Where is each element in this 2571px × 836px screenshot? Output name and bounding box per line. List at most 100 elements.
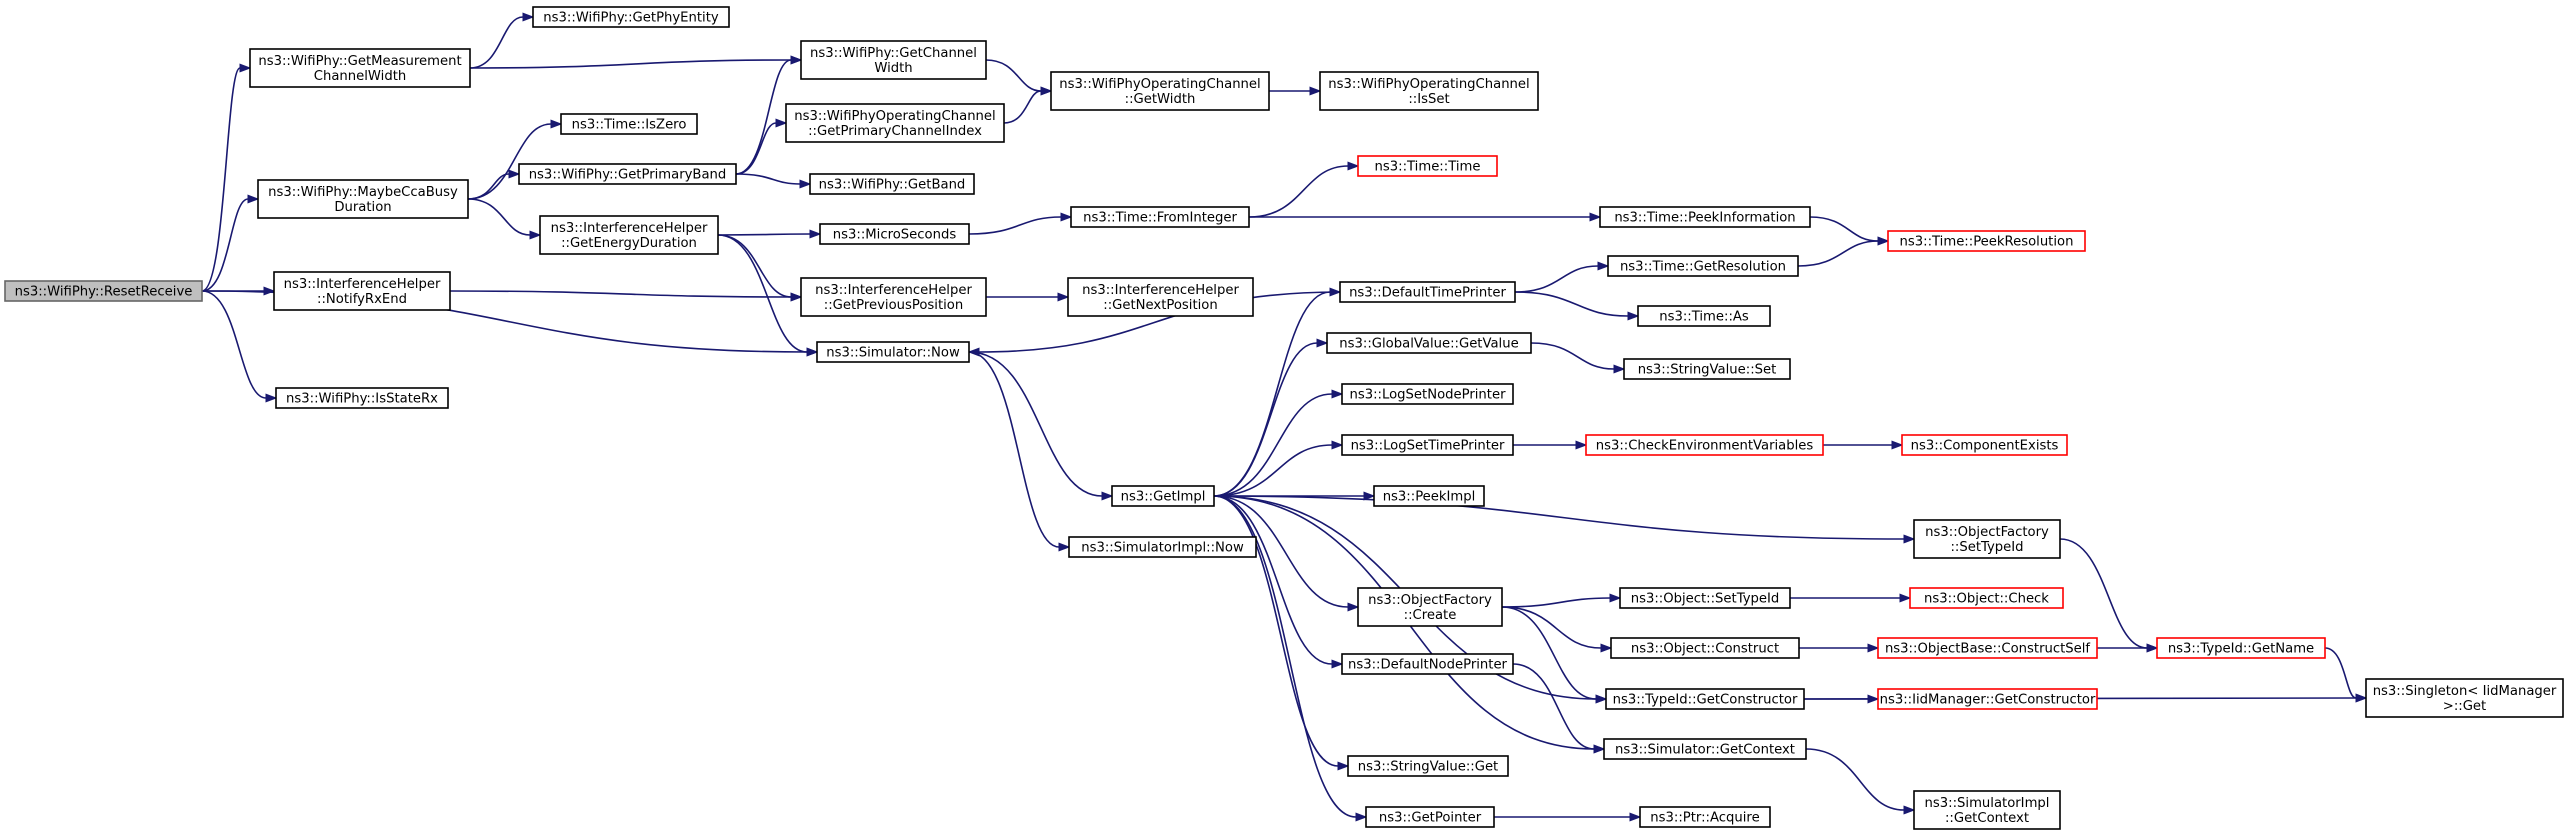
node-op-ch-primary-idx[interactable]: ns3::WifiPhyOperatingChannel::GetPrimary… [785, 103, 1005, 143]
node-check-env[interactable]: ns3::CheckEnvironmentVariables [1585, 434, 1824, 456]
edge-arrowhead [247, 194, 260, 204]
edge-get-impl-to-log-set-time-printer [1213, 440, 1344, 497]
node-label: ns3::WifiPhy::GetPhyEntity [543, 11, 719, 26]
edge-line [968, 351, 1103, 497]
node-box [1357, 155, 1498, 177]
edge-arrowhead [799, 179, 812, 189]
edge-maybe-cca-to-time-is-zero [467, 119, 563, 200]
node-box [1913, 790, 2061, 830]
node-time-as[interactable]: ns3::Time::As [1637, 305, 1771, 327]
node-ptr-acquire[interactable]: ns3::Ptr::Acquire [1639, 806, 1771, 828]
node-get-primary-band[interactable]: ns3::WifiPhy::GetPrimaryBand [518, 163, 737, 185]
node-log-set-node-printer[interactable]: ns3::LogSetNodePrinter [1341, 383, 1514, 405]
node-ih-energy[interactable]: ns3::InterferenceHelper::GetEnergyDurati… [539, 215, 719, 255]
edge-def-time-printer-to-time-as [1514, 291, 1640, 321]
edge-layer [201, 12, 2368, 822]
node-label: >::Get [2443, 699, 2486, 714]
edge-notify-rx-end-to-ih-prev-pos [449, 290, 803, 302]
node-label: ::GetEnergyDuration [561, 236, 697, 251]
node-sim-now[interactable]: ns3::Simulator::Now [816, 341, 970, 363]
node-is-state-rx[interactable]: ns3::WifiPhy::IsStateRx [275, 387, 449, 409]
edge-get-primary-band-to-get-channel-width [735, 55, 803, 175]
node-label: ns3::WifiPhy::GetPrimaryBand [529, 168, 727, 183]
node-type-id-get-ctor[interactable]: ns3::TypeId::GetConstructor [1605, 688, 1805, 710]
node-of-set-type-id[interactable]: ns3::ObjectFactory::SetTypeId [1913, 519, 2061, 559]
edge-ih-energy-to-micro-seconds [717, 229, 822, 239]
node-time-is-zero[interactable]: ns3::Time::IsZero [560, 113, 698, 135]
node-singleton-get[interactable]: ns3::Singleton< IidManager>::Get [2365, 678, 2564, 718]
node-peek-res[interactable]: ns3::Time::PeekResolution [1887, 230, 2086, 252]
node-time-time[interactable]: ns3::Time::Time [1357, 155, 1498, 177]
node-comp-exists[interactable]: ns3::ComponentExists [1901, 434, 2068, 456]
node-get-phy-entity[interactable]: ns3::WifiPhy::GetPhyEntity [532, 6, 730, 28]
node-label: ns3::DefaultNodePrinter [1348, 658, 1508, 673]
edge-line [735, 173, 801, 185]
node-sim-get-context[interactable]: ns3::Simulator::GetContext [1603, 738, 1807, 760]
node-box [1585, 434, 1824, 456]
node-get-impl[interactable]: ns3::GetImpl [1111, 485, 1215, 507]
node-label: ns3::Object::SetTypeId [1631, 592, 1780, 607]
node-gv-get-value[interactable]: ns3::GlobalValue::GetValue [1326, 332, 1532, 354]
node-label: ::GetNextPosition [1103, 298, 1217, 313]
edge-get-primary-band-to-get-band [735, 173, 812, 189]
node-op-ch-is-set[interactable]: ns3::WifiPhyOperatingChannel::IsSet [1319, 71, 1539, 111]
edge-arrowhead [1903, 534, 1916, 544]
node-sim-impl-now[interactable]: ns3::SimulatorImpl::Now [1068, 536, 1257, 558]
node-label: ns3::ObjectFactory [1925, 525, 2049, 540]
edge-line [201, 67, 241, 292]
edge-line [467, 198, 531, 236]
node-label: ::GetPreviousPosition [824, 298, 963, 313]
node-label: ns3::InterferenceHelper [284, 277, 441, 292]
edge-get-pointer-to-ptr-acquire [1494, 812, 1642, 822]
edge-get-impl-to-gv-get-value [1213, 338, 1329, 497]
node-box [1341, 653, 1514, 675]
node-sv-get[interactable]: ns3::StringValue::Get [1347, 755, 1509, 777]
node-box [1326, 332, 1532, 354]
node-sv-set[interactable]: ns3::StringValue::Set [1623, 358, 1791, 380]
node-label: ns3::GetPointer [1379, 811, 1482, 826]
node-op-ch-get-width[interactable]: ns3::WifiPhyOperatingChannel::GetWidth [1050, 71, 1270, 111]
edge-arrowhead [1331, 659, 1344, 669]
node-micro-seconds[interactable]: ns3::MicroSeconds [819, 223, 970, 245]
node-obj-construct[interactable]: ns3::Object::Construct [1610, 637, 1800, 659]
node-label: ns3::CheckEnvironmentVariables [1596, 439, 1814, 454]
edge-get-meas-width-to-get-channel-width [469, 55, 803, 69]
node-from-integer[interactable]: ns3::Time::FromInteger [1070, 206, 1250, 228]
node-def-node-printer[interactable]: ns3::DefaultNodePrinter [1341, 653, 1514, 675]
node-reset-receive[interactable]: ns3::WifiPhy::ResetReceive [4, 280, 203, 302]
node-get-pointer[interactable]: ns3::GetPointer [1365, 806, 1495, 828]
node-peek-info[interactable]: ns3::Time::PeekInformation [1599, 206, 1811, 228]
edge-log-set-time-printer-to-check-env [1513, 440, 1588, 450]
node-peek-impl[interactable]: ns3::PeekImpl [1373, 485, 1485, 507]
edge-line [985, 59, 1042, 92]
edge-line [968, 351, 1060, 548]
edge-arrowhead [1058, 542, 1071, 552]
node-obj-base-construct-self[interactable]: ns3::ObjectBase::ConstructSelf [1877, 637, 2098, 659]
node-notify-rx-end[interactable]: ns3::InterferenceHelper::NotifyRxEnd [273, 271, 451, 311]
node-iid-get-ctor[interactable]: ns3::IidManager::GetConstructor [1877, 688, 2098, 710]
edge-arrowhead [1600, 643, 1613, 653]
node-label: ns3::DefaultTimePrinter [1349, 286, 1506, 301]
node-of-create[interactable]: ns3::ObjectFactory::Create [1357, 587, 1503, 627]
node-box [1603, 738, 1807, 760]
node-def-time-printer[interactable]: ns3::DefaultTimePrinter [1339, 281, 1516, 303]
node-type-id-get-name[interactable]: ns3::TypeId::GetName [2156, 637, 2326, 659]
edge-ih-energy-to-sim-now [717, 234, 819, 357]
node-log-set-time-printer[interactable]: ns3::LogSetTimePrinter [1341, 434, 1514, 456]
node-ih-next-pos[interactable]: ns3::InterferenceHelper::GetNextPosition [1067, 277, 1254, 317]
node-get-resolution[interactable]: ns3::Time::GetResolution [1607, 255, 1799, 277]
node-obj-set-type-id[interactable]: ns3::Object::SetTypeId [1619, 587, 1791, 609]
node-obj-check[interactable]: ns3::Object::Check [1909, 587, 2064, 609]
edge-micro-seconds-to-from-integer [968, 212, 1073, 235]
edge-reset-receive-to-is-state-rx [201, 290, 278, 403]
node-ih-prev-pos[interactable]: ns3::InterferenceHelper::GetPreviousPosi… [800, 277, 987, 317]
node-sim-impl-get-context[interactable]: ns3::SimulatorImpl::GetContext [1913, 790, 2061, 830]
node-box [809, 173, 975, 195]
node-label: ns3::LogSetTimePrinter [1351, 439, 1505, 454]
edge-line [1809, 216, 1879, 242]
node-get-band[interactable]: ns3::WifiPhy::GetBand [809, 173, 975, 195]
edge-arrowhead [2355, 693, 2368, 703]
